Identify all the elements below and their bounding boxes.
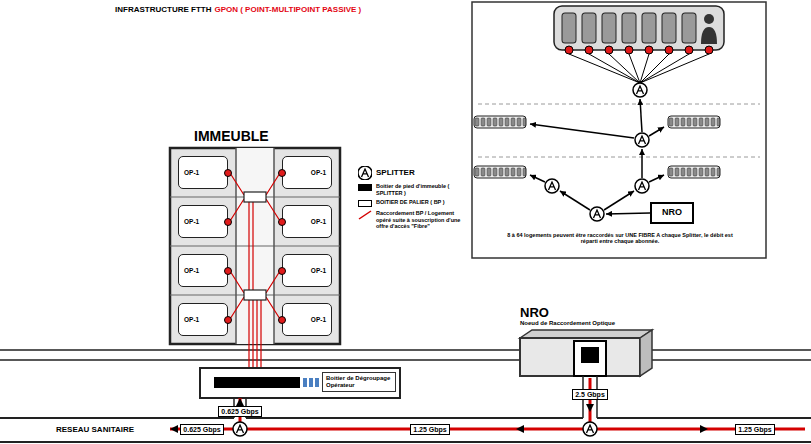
legend-line-sample — [358, 210, 372, 220]
olt-box — [581, 347, 599, 363]
bitrate-label: 0.625 Gbps — [180, 424, 223, 435]
nro-subtitle: Noeud de Raccordement Optique — [520, 320, 652, 327]
tree-arrow — [560, 191, 590, 210]
drop-fiber — [230, 173, 280, 377]
dwelling-box: OP-1 — [178, 254, 228, 287]
splitter-symbol — [635, 179, 649, 193]
network-label: RESEAU SANITAIRE — [54, 425, 136, 434]
building-outline — [170, 148, 340, 344]
landing-box — [244, 192, 266, 202]
subscriber-port — [224, 267, 232, 275]
dwelling-row — [474, 116, 526, 128]
title-highlight: GPON ( POINT-MULTIPOINT PASSIVE ) — [214, 5, 361, 14]
dwelling-box: OP-1 — [282, 205, 332, 238]
person-icon — [704, 14, 714, 24]
dwelling-row — [668, 166, 720, 178]
legend-text: Raccordement BP / Logement opéré suite à… — [376, 210, 470, 230]
street-line — [0, 350, 811, 360]
dwelling-box: OP-1 — [178, 303, 228, 336]
patch-cords — [303, 378, 319, 387]
splitter-symbol — [635, 133, 649, 147]
drop-fiber — [359, 211, 371, 219]
dwelling-label: OP-1 — [184, 169, 199, 176]
splitter-symbol — [583, 422, 597, 436]
subscriber-port — [278, 316, 286, 324]
bitrate-label: 0.625 Gbps — [218, 406, 261, 417]
dwelling-box: OP-1 — [282, 156, 332, 189]
bitrate-label: 2.5 Gbps — [572, 389, 608, 400]
subscriber-port — [224, 169, 232, 177]
subscriber-port — [278, 218, 286, 226]
legend-text: SPLITTER — [376, 168, 470, 178]
dwelling-label: OP-1 — [184, 267, 199, 274]
subscriber-port — [224, 316, 232, 324]
nro-room — [574, 341, 606, 376]
subscriber-port — [278, 267, 286, 275]
note-text: 8 à 64 logements peuvent être raccordés … — [505, 232, 735, 245]
unbundling-box: Boitier de Dégroupage Opérateur — [322, 372, 396, 392]
nro-box: NRO — [650, 202, 694, 224]
tree-arrow — [604, 191, 634, 210]
splitter-symbol — [233, 422, 247, 436]
unbundling-label: Boitier de Dégroupage Opérateur — [326, 375, 392, 389]
nro-title: NRO — [520, 306, 652, 320]
bitrate-label: 1.25 Gbps — [735, 424, 774, 435]
tree-arrow — [606, 213, 650, 214]
splitter-symbol — [358, 166, 372, 180]
legend: SPLITTER Boitier de pied d'immeuble ( SPL… — [358, 166, 470, 233]
dwelling-box: OP-1 — [282, 254, 332, 287]
legend-swatch — [358, 184, 372, 191]
splitter-symbol — [633, 83, 647, 97]
tree-arrow — [641, 149, 643, 178]
dwelling-label: OP-1 — [184, 316, 199, 323]
dwelling-box: OP-1 — [178, 156, 228, 189]
nro-label: NRO — [662, 208, 682, 218]
tree-arrow — [649, 127, 664, 136]
bitrate-label: 1.25 Gbps — [410, 424, 449, 435]
person-icon — [701, 27, 717, 44]
tree-arrow — [640, 99, 642, 132]
tree-arrow — [530, 175, 545, 182]
splitter-symbol — [545, 179, 559, 193]
level-divider — [478, 104, 760, 157]
subscriber-port — [565, 46, 713, 54]
dwelling-row — [474, 166, 526, 178]
drop-fibers — [569, 54, 709, 83]
tree-arrow — [530, 124, 634, 138]
tree-arrow — [649, 175, 664, 182]
diagram-title: INFRASTRUCTURE FTTH — [115, 5, 211, 14]
dwelling-box: OP-1 — [282, 303, 332, 336]
dwelling-label: OP-1 — [311, 218, 326, 225]
dwelling-row — [668, 116, 720, 128]
subscriber-port — [278, 169, 286, 177]
dwelling-label: OP-1 — [311, 316, 326, 323]
flow-arrow — [516, 404, 708, 433]
dwelling-label: OP-1 — [311, 169, 326, 176]
dwelling-label: OP-1 — [184, 218, 199, 225]
nro-roof — [520, 330, 652, 338]
legend-text: Boitier de pied d'immeuble ( SPLITTER ) — [376, 183, 470, 196]
landing-box — [244, 290, 266, 300]
building-title: IMMEUBLE — [194, 128, 342, 144]
shaft-wall — [236, 148, 274, 344]
legend-text: BOITIER DE PALIER ( BP ) — [376, 199, 470, 206]
subscriber-port — [224, 218, 232, 226]
dwelling-label: OP-1 — [311, 267, 326, 274]
fiber-link — [240, 378, 590, 429]
legend-splitter-symbol — [358, 166, 372, 180]
building: IMMEUBLEOP-1OP-1OP-1OP-1OP-1OP-1OP-1OP-1 — [168, 128, 342, 398]
splitter-symbol — [590, 207, 604, 221]
inset-frame — [472, 2, 766, 258]
dwelling-icons — [559, 8, 699, 48]
building-splitter-box — [214, 377, 300, 388]
dwelling-group — [554, 6, 724, 50]
dwelling-box: OP-1 — [178, 205, 228, 238]
nro-side — [640, 330, 652, 376]
basement — [200, 368, 400, 398]
legend-swatch — [358, 200, 372, 207]
floor-slab — [170, 197, 340, 295]
nro-building: NRONoeud de Raccordement Optique — [520, 306, 652, 378]
nro-front — [520, 338, 640, 376]
